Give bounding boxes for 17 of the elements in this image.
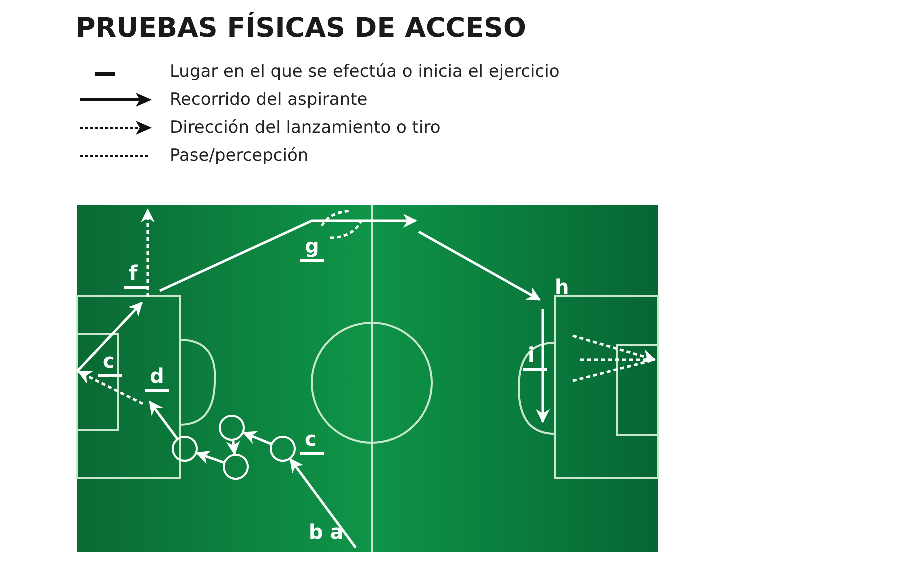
legend-text: Lugar en el que se efectúa o inicia el ejercicio bbox=[170, 62, 560, 82]
legend-text: Dirección del lanzamiento o tiro bbox=[170, 118, 441, 138]
arrow bbox=[290, 458, 357, 549]
legend-text: Pase/percepción bbox=[170, 146, 309, 166]
exercise-letter: g bbox=[305, 235, 320, 257]
exercise-letter: h bbox=[555, 276, 570, 298]
title: PRUEBAS FÍSICAS DE ACCESO bbox=[76, 12, 526, 46]
exercise-letter: c bbox=[305, 428, 317, 450]
exercise-letter: d bbox=[150, 365, 164, 387]
arrow bbox=[226, 440, 240, 456]
legend-text: Recorrido del aspirante bbox=[170, 90, 368, 110]
exercise-letter: b a bbox=[309, 521, 344, 543]
exercise-letter: f bbox=[129, 262, 138, 284]
arrow bbox=[242, 431, 272, 446]
exercise-letter: c bbox=[103, 350, 115, 372]
arrow bbox=[196, 450, 224, 464]
arrow bbox=[149, 400, 178, 440]
